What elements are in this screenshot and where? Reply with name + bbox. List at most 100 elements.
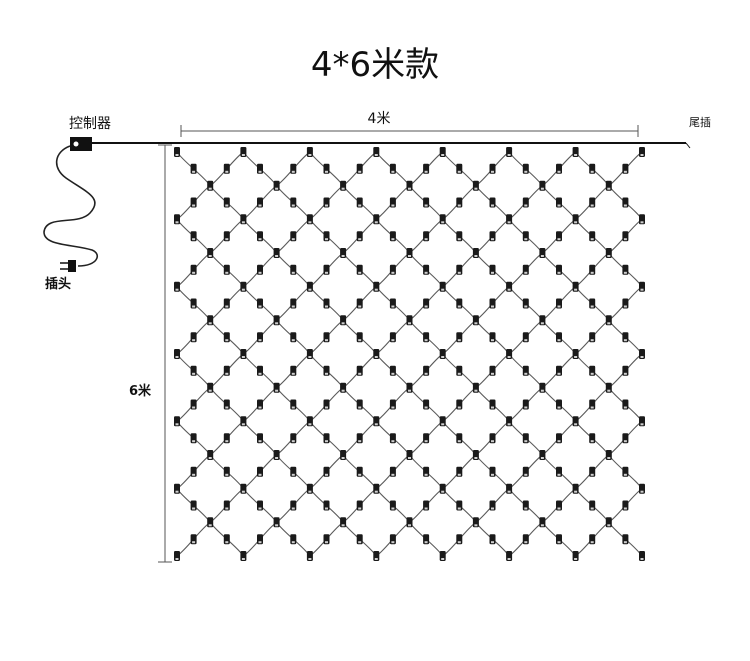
bulb <box>290 231 297 242</box>
bulb <box>340 517 347 528</box>
bulb <box>589 399 596 410</box>
bulb <box>306 214 313 225</box>
bulb <box>389 332 396 343</box>
bulb <box>290 500 297 511</box>
bulb <box>174 551 180 561</box>
bulb <box>323 298 330 309</box>
bulb <box>190 231 197 242</box>
bulb <box>639 281 645 292</box>
controller-box <box>70 137 92 151</box>
bulb <box>572 483 579 494</box>
bulb <box>323 231 330 242</box>
bulb <box>223 163 230 174</box>
plug-icon <box>60 260 76 272</box>
bulb <box>290 433 297 444</box>
bulb <box>406 450 413 460</box>
bulb <box>622 298 629 309</box>
bulb <box>356 332 363 343</box>
bulb <box>373 349 380 359</box>
page-title: 4*6米款 <box>311 45 439 85</box>
bulb <box>522 466 529 477</box>
bulb <box>323 163 330 174</box>
bulb <box>423 399 430 410</box>
bulb <box>539 517 546 528</box>
bulb <box>439 483 446 494</box>
bulb <box>290 264 297 275</box>
bulb <box>257 365 263 376</box>
bulb <box>456 264 463 275</box>
bulb <box>257 163 263 174</box>
bulb <box>472 382 479 393</box>
plug-label: 插头 <box>45 276 71 292</box>
bulb <box>207 248 214 258</box>
bulb <box>223 500 230 511</box>
bulb <box>323 466 330 477</box>
bulb <box>223 534 230 545</box>
bulb <box>622 163 629 174</box>
bulb <box>273 248 280 258</box>
bulb <box>290 534 297 545</box>
bulb <box>522 163 529 174</box>
bulb <box>539 315 546 326</box>
bulb <box>389 231 396 242</box>
bulb <box>556 264 562 275</box>
bulb <box>174 416 180 427</box>
bulb <box>522 534 529 545</box>
bulb <box>556 365 562 376</box>
bulb <box>506 416 513 427</box>
bulb <box>639 349 645 359</box>
height-dimension <box>158 144 172 563</box>
bulb <box>506 551 513 561</box>
bulb <box>589 298 596 309</box>
bulb <box>257 433 263 444</box>
bulb <box>589 332 596 343</box>
bulb <box>423 163 430 174</box>
tail-plug-label: 尾插 <box>689 115 711 129</box>
bulb <box>506 214 513 225</box>
bulb <box>323 332 330 343</box>
bulb <box>556 231 562 242</box>
bulb <box>423 197 430 208</box>
bulb <box>439 214 446 225</box>
bulb <box>572 349 579 359</box>
bulb <box>190 264 197 275</box>
bulb <box>439 147 446 157</box>
bulb <box>190 534 197 545</box>
bulb <box>190 365 197 376</box>
bulb <box>406 248 413 258</box>
bulb <box>174 349 180 359</box>
bulb <box>174 214 180 225</box>
bulb <box>257 534 263 545</box>
bulb <box>539 382 546 393</box>
bulb <box>622 264 629 275</box>
bulb <box>456 332 463 343</box>
bulb <box>190 163 197 174</box>
bulb <box>306 281 313 292</box>
bulb <box>589 231 596 242</box>
bulb <box>472 450 479 460</box>
bulb <box>273 180 280 191</box>
bulb <box>622 500 629 511</box>
bulb <box>439 416 446 427</box>
bulb <box>472 180 479 191</box>
bulb <box>190 197 197 208</box>
bulb <box>306 416 313 427</box>
bulb <box>572 214 579 225</box>
bulb <box>556 197 562 208</box>
bulb <box>522 365 529 376</box>
bulb <box>489 264 496 275</box>
bulb <box>389 163 396 174</box>
bulb <box>423 534 430 545</box>
bulb <box>207 180 214 191</box>
bulb <box>323 433 330 444</box>
bulb <box>240 483 247 494</box>
bulb <box>506 281 513 292</box>
bulb <box>489 433 496 444</box>
bulb <box>622 365 629 376</box>
bulb <box>389 197 396 208</box>
bulb <box>639 214 645 225</box>
bulb <box>489 298 496 309</box>
bulb <box>639 551 645 561</box>
bulb <box>639 416 645 427</box>
bulb <box>207 315 214 326</box>
